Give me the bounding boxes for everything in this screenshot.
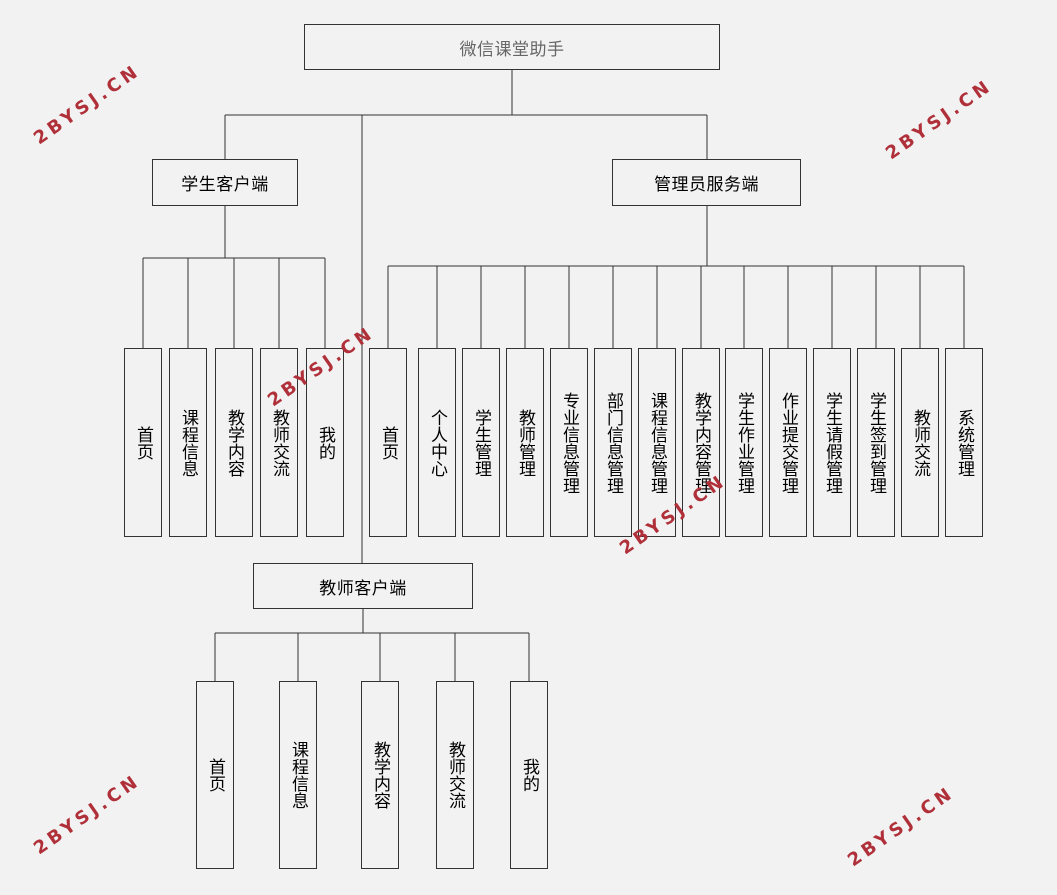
teacher-item: 课程信息 <box>279 681 317 869</box>
admin-item: 教师交流 <box>901 348 939 537</box>
admin-item: 系统管理 <box>945 348 983 537</box>
student-item: 教师交流 <box>260 348 298 537</box>
root-node: 微信课堂助手 <box>304 24 720 70</box>
admin-item: 教师管理 <box>506 348 544 537</box>
admin-item: 课程信息管理 <box>638 348 676 537</box>
teacher-item: 首页 <box>196 681 234 869</box>
teacher-client-node: 教师客户端 <box>253 563 473 609</box>
teacher-item: 我的 <box>510 681 548 869</box>
admin-item: 专业信息管理 <box>550 348 588 537</box>
student-item: 教学内容 <box>215 348 253 537</box>
student-item: 我的 <box>306 348 344 537</box>
admin-item: 学生签到管理 <box>857 348 895 537</box>
admin-item: 学生请假管理 <box>813 348 851 537</box>
admin-item: 作业提交管理 <box>769 348 807 537</box>
admin-item: 首页 <box>369 348 407 537</box>
student-client-node: 学生客户端 <box>152 159 298 206</box>
student-item: 首页 <box>124 348 162 537</box>
teacher-item: 教师交流 <box>436 681 474 869</box>
admin-item: 部门信息管理 <box>594 348 632 537</box>
admin-server-node: 管理员服务端 <box>612 159 801 206</box>
teacher-item: 教学内容 <box>361 681 399 869</box>
admin-item: 学生作业管理 <box>725 348 763 537</box>
admin-item: 个人中心 <box>418 348 456 537</box>
admin-item: 教学内容管理 <box>682 348 720 537</box>
admin-item: 学生管理 <box>462 348 500 537</box>
student-item: 课程信息 <box>169 348 207 537</box>
